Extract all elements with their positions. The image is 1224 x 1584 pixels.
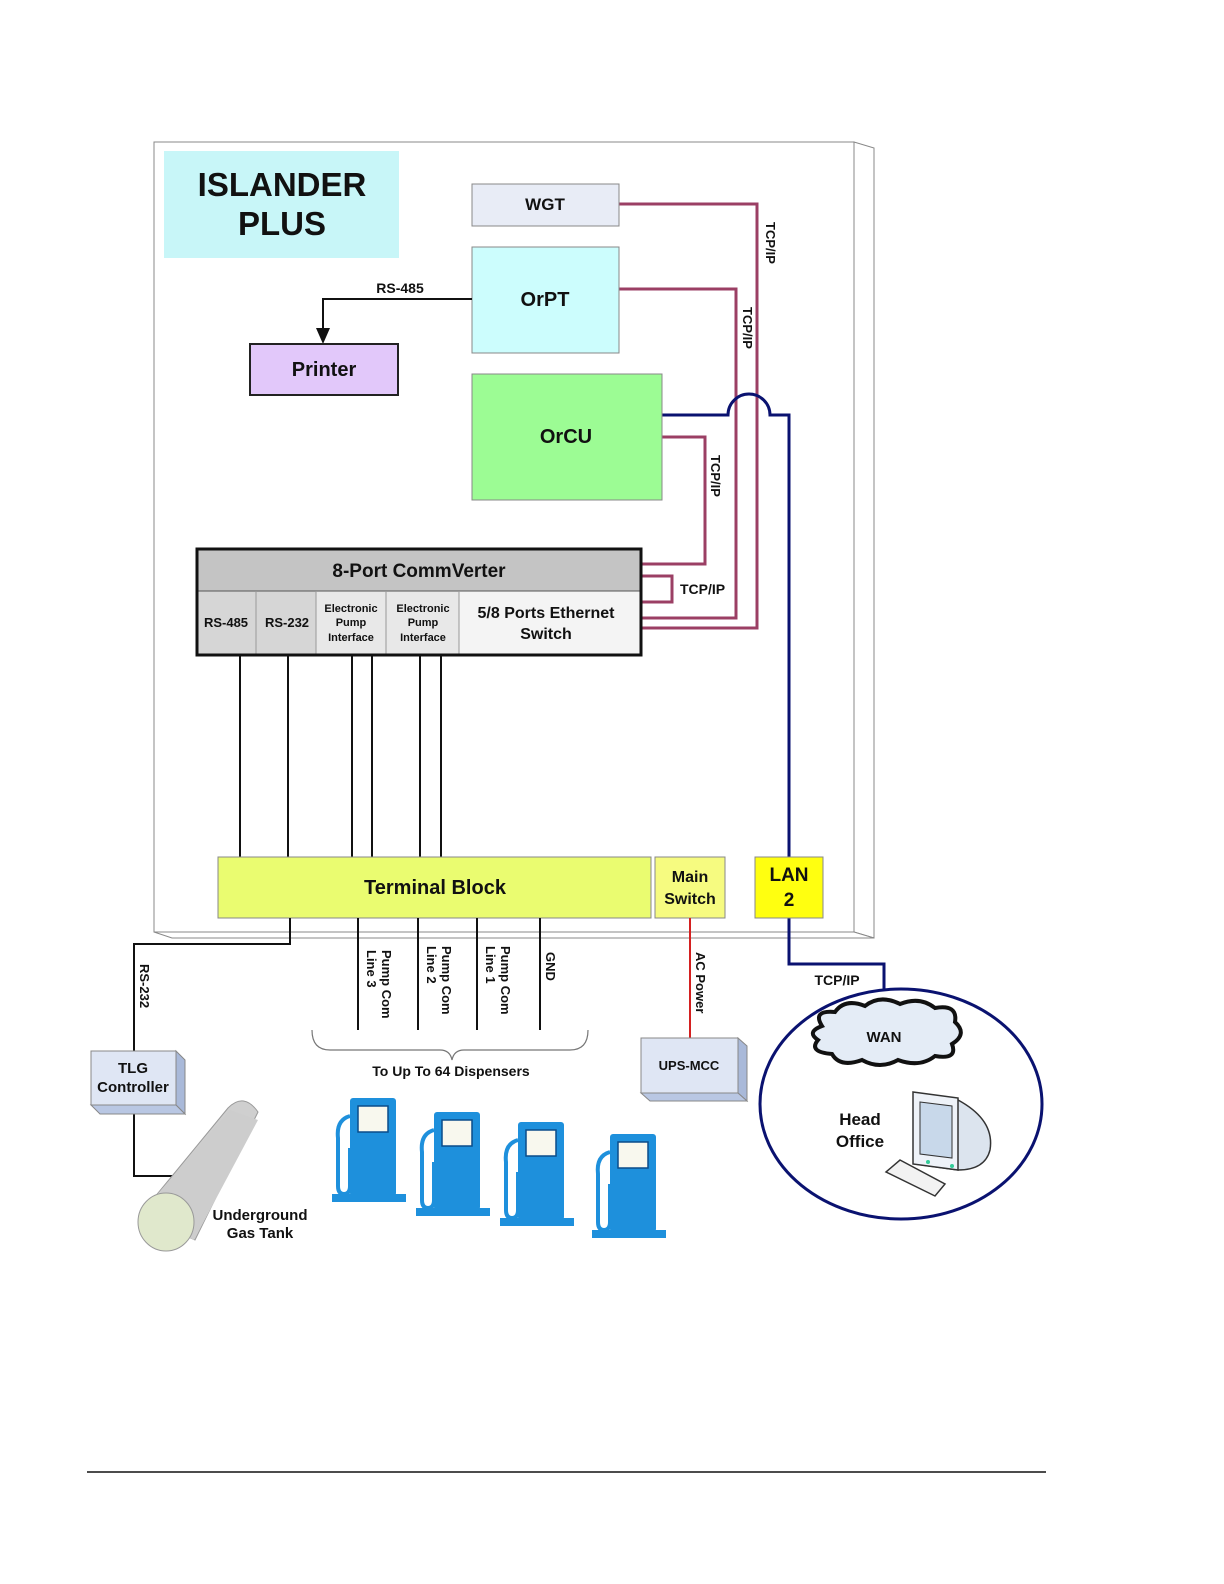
lan-line1: LAN <box>769 865 808 886</box>
wan-label: WAN <box>867 1029 902 1046</box>
head-office: TCP/IP WAN Head Office <box>758 972 1044 1221</box>
port-rs485: RS-485 <box>204 615 248 630</box>
pump-com-3-a: Pump Com <box>379 950 394 1019</box>
printer-label: Printer <box>292 359 357 381</box>
main-switch-line1: Main <box>672 869 708 886</box>
epi1-line1: Electronic <box>324 603 377 615</box>
fuel-pump-icon <box>500 1122 574 1226</box>
wire-wgt <box>619 202 759 630</box>
rs485-label: RS-485 <box>376 280 424 296</box>
fuel-pump-icon <box>416 1112 490 1216</box>
tcpip-label-switch: TCP/IP <box>680 581 725 597</box>
title-box: ISLANDER PLUS <box>164 151 399 258</box>
head-office-line2: Office <box>836 1132 884 1151</box>
ups-label: UPS-MCC <box>659 1058 720 1073</box>
fuel-pump-icon <box>332 1098 406 1202</box>
pump-com-2-a: Pump Com <box>439 946 454 1015</box>
dispensers-label: To Up To 64 Dispensers <box>372 1063 530 1079</box>
tcpip-label-wgt: TCP/IP <box>763 222 778 264</box>
gas-tank-icon: Underground Gas Tank <box>137 1100 308 1252</box>
tlg-line1: TLG <box>118 1060 148 1077</box>
orpt-label: OrPT <box>521 289 570 311</box>
pump-line-2: Line 2 <box>424 946 439 984</box>
rs232-label: RS-232 <box>137 964 152 1008</box>
fuel-pump-icon <box>592 1134 666 1238</box>
switch-line1: 5/8 Ports Ethernet <box>478 605 616 622</box>
fuel-pumps <box>332 1098 666 1238</box>
epi2-line3: Interface <box>400 632 446 644</box>
computer-icon <box>884 1091 992 1197</box>
wire-orcu <box>641 435 707 566</box>
lan2: LAN 2 <box>754 856 824 919</box>
epi1-line3: Interface <box>328 632 374 644</box>
wgt-label: WGT <box>525 195 565 214</box>
rs232-tlg-wire: RS-232 <box>133 918 291 1177</box>
tank-line2: Gas Tank <box>227 1225 294 1242</box>
wgt-node: WGT <box>471 183 620 227</box>
epi1-line2: Pump <box>336 617 367 629</box>
tlg-line2: Controller <box>97 1079 169 1096</box>
tcpip-label-orpt: TCP/IP <box>740 307 755 349</box>
commverter: 8-Port CommVerter RS-485 RS-232 Electron… <box>195 547 643 657</box>
lan-line2: 2 <box>784 890 795 911</box>
orcu-label: OrCU <box>540 426 592 448</box>
ac-power-label: AC Power <box>693 952 708 1013</box>
tlg-controller: TLG Controller <box>89 1049 187 1116</box>
tcpip-label-wan: TCP/IP <box>814 972 859 988</box>
gnd-label: GND <box>543 952 558 981</box>
commverter-title: 8-Port CommVerter <box>332 561 506 582</box>
title-line-2: PLUS <box>238 205 326 242</box>
pump-line-3: Line 3 <box>364 950 379 988</box>
title-line-1: ISLANDER <box>198 166 367 203</box>
terminal-block: Terminal Block <box>217 856 652 919</box>
epi2-line2: Pump <box>408 617 439 629</box>
ups-mcc: UPS-MCC <box>639 1036 749 1103</box>
pump-line-1: Line 1 <box>483 946 498 984</box>
orcu-node: OrCU <box>471 373 663 501</box>
lan-wire <box>662 392 886 1005</box>
commverter-terminal-wires <box>239 655 442 857</box>
tcpip-label-orcu: TCP/IP <box>708 455 723 497</box>
main-switch: Main Switch <box>654 856 726 919</box>
printer-node: Printer <box>249 343 399 396</box>
ac-power: AC Power <box>689 918 708 1038</box>
orpt-node: OrPT <box>471 246 620 354</box>
wire-loop <box>641 574 674 604</box>
terminal-block-label: Terminal Block <box>364 877 507 899</box>
tcpip-wires <box>619 202 759 630</box>
rs485-printer-wire: RS-485 <box>316 280 472 344</box>
wire-orpt <box>619 287 738 620</box>
switch-line2: Switch <box>520 626 572 643</box>
pump-com-1-a: Pump Com <box>498 946 513 1015</box>
epi2-line1: Electronic <box>396 603 449 615</box>
port-rs232: RS-232 <box>265 615 309 630</box>
pump-lines: Pump Com Line 3 Pump Com Line 2 Pump Com… <box>357 918 558 1030</box>
main-switch-line2: Switch <box>664 891 716 908</box>
cloud-icon <box>810 997 963 1067</box>
head-office-line1: Head <box>839 1110 881 1129</box>
tank-line1: Underground <box>213 1207 308 1224</box>
dispenser-brace <box>311 1029 589 1061</box>
